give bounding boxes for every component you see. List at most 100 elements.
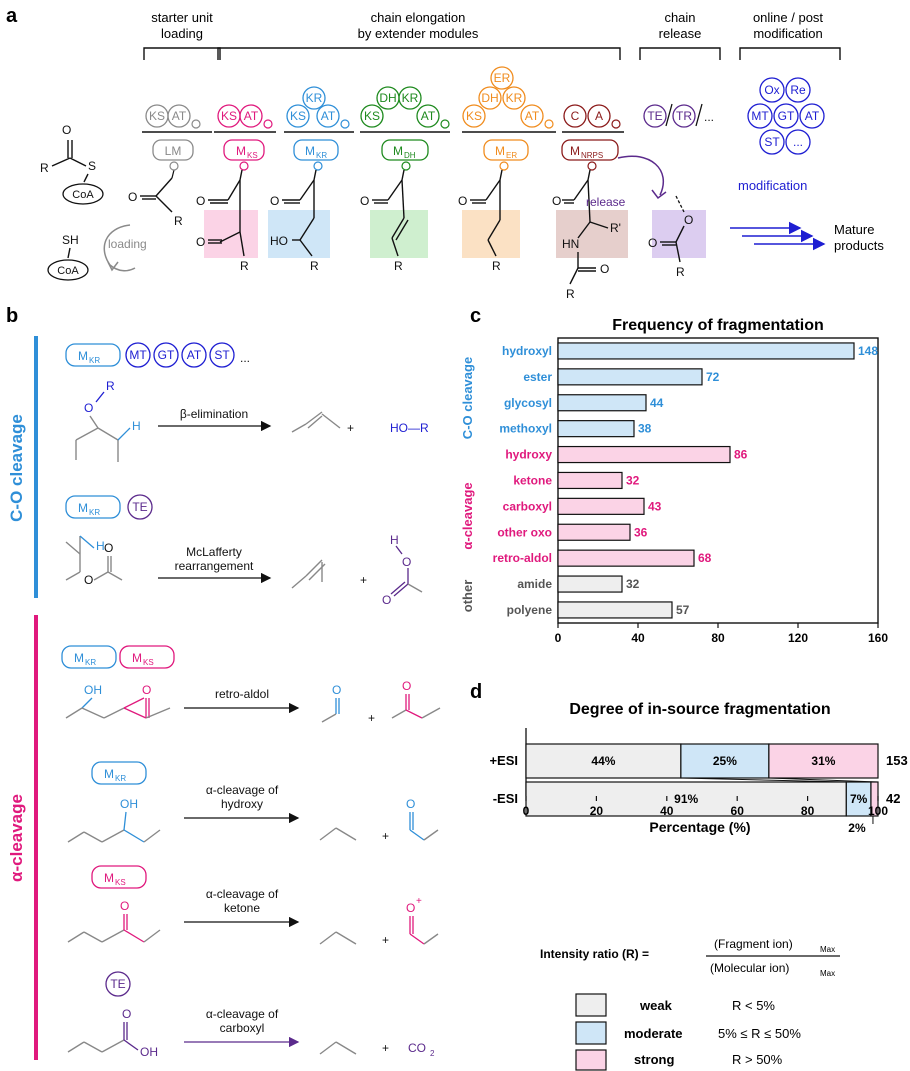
- svg-text:M: M: [104, 871, 114, 885]
- reaction-alpha-carboxyl: TE O OH α-cleavage of carboxyl + CO 2: [67, 971, 435, 1059]
- chain-release-domains: TE TR ...: [643, 103, 714, 128]
- svg-text:SH: SH: [62, 233, 79, 247]
- svg-text:O: O: [196, 235, 205, 249]
- category-label: retro-aldol: [493, 551, 552, 565]
- svg-text:GT: GT: [158, 348, 175, 362]
- release-arrow: [617, 155, 665, 196]
- ko-box-pink: [204, 210, 258, 258]
- formula-denominator: (Molecular ion): [710, 961, 789, 975]
- svg-text:O: O: [406, 901, 415, 915]
- category-label: carboxyl: [503, 499, 552, 513]
- svg-text:AT: AT: [421, 109, 436, 123]
- category-label: glycosyl: [504, 396, 552, 410]
- mod-bracket: [739, 47, 841, 60]
- legend-moderate-label: moderate: [624, 1026, 683, 1041]
- svg-text:HO—R: HO—R: [390, 421, 429, 435]
- legend-strong-label: strong: [634, 1052, 675, 1067]
- mod-header-1: online / post: [753, 10, 823, 25]
- category-label: hydroxyl: [502, 344, 552, 358]
- svg-text:AT: AT: [321, 109, 336, 123]
- x-tick-label: 40: [660, 804, 674, 818]
- category-label: other oxo: [497, 525, 552, 539]
- svg-text:AT: AT: [525, 109, 540, 123]
- panel-b: b C-O cleavage α-cleavage M KR MT GT AT …: [6, 305, 441, 1060]
- reaction-alpha-ketone: M KS O α-cleavage of ketone + O +: [67, 865, 439, 947]
- chart-d-xlabel: Percentage (%): [649, 819, 750, 835]
- segment-strong-0: [768, 743, 879, 779]
- legend-weak-swatch: [575, 993, 607, 1017]
- panel-c-label: c: [470, 305, 481, 327]
- category-label: amide: [517, 577, 552, 591]
- svg-text:KR: KR: [316, 151, 327, 160]
- svg-text:R: R: [566, 287, 575, 301]
- mature-products-1: Mature: [834, 222, 874, 237]
- release-header-2: release: [659, 26, 702, 41]
- starter-coa: O R S CoA: [40, 123, 104, 205]
- reaction-alpha-hydroxy: M KR OH α-cleavage of hydroxy + O: [67, 761, 439, 843]
- svg-text:ER: ER: [494, 71, 511, 85]
- svg-text:O: O: [84, 573, 93, 587]
- segment-label: 25%: [713, 754, 737, 768]
- chain-header-2: by extender modules: [358, 26, 479, 41]
- segment-label: 7%: [850, 792, 868, 806]
- svg-text:O: O: [332, 683, 341, 697]
- svg-text:O: O: [600, 262, 609, 276]
- starter-bracket: [143, 47, 221, 60]
- svg-text:KR: KR: [506, 91, 523, 105]
- svg-text:R: R: [106, 379, 115, 393]
- svg-text:+: +: [382, 829, 389, 843]
- bar-methoxyl: [557, 420, 635, 438]
- svg-text:KS: KS: [143, 658, 154, 667]
- segment-label: 31%: [811, 754, 835, 768]
- module-lm: KS AT LM O R: [128, 104, 212, 228]
- release-arrowhead: [651, 189, 667, 200]
- svg-text:DH: DH: [481, 91, 498, 105]
- svg-text:+: +: [347, 421, 354, 435]
- svg-text:M: M: [236, 144, 246, 158]
- mod-header-2: modification: [753, 26, 822, 41]
- segment-label: 91%: [674, 792, 698, 806]
- svg-text:H: H: [132, 419, 141, 433]
- lm-ks-domain: KS: [149, 109, 165, 123]
- svg-text:AT: AT: [187, 348, 202, 362]
- value-label: 72: [706, 370, 720, 384]
- value-label: 86: [734, 448, 748, 462]
- segment-label: 44%: [591, 754, 615, 768]
- svg-text:O: O: [402, 679, 411, 693]
- svg-text:TE: TE: [132, 500, 147, 514]
- svg-text:R: R: [492, 259, 501, 273]
- svg-text:Max: Max: [820, 969, 835, 978]
- svg-text:TE: TE: [647, 109, 662, 123]
- value-label: 43: [648, 499, 662, 513]
- svg-text:AT: AT: [244, 109, 259, 123]
- value-label: 38: [638, 422, 652, 436]
- svg-text:R: R: [174, 214, 183, 228]
- svg-text:OH: OH: [120, 797, 138, 811]
- value-label: 148: [858, 344, 878, 358]
- chart-d-legend: weak R < 5% moderate 5% ≤ R ≤ 50% strong…: [575, 993, 801, 1071]
- x-tick-label: 80: [711, 631, 725, 645]
- ko-box-purple: [652, 210, 706, 258]
- x-tick-label: 20: [590, 804, 604, 818]
- module-mdh: DH KR KS AT M DH O R: [360, 86, 450, 273]
- svg-text:AT: AT: [805, 109, 820, 123]
- bar-hydroxy: [557, 445, 731, 464]
- svg-text:H: H: [390, 533, 399, 547]
- svg-text:TR: TR: [676, 109, 692, 123]
- bar-glycosyl: [557, 394, 647, 412]
- svg-text:M: M: [393, 144, 403, 158]
- x-tick-label: 80: [801, 804, 815, 818]
- chart-c-group-other: other: [460, 580, 475, 613]
- svg-text:H: H: [96, 539, 105, 553]
- x-tick-label: 120: [788, 631, 808, 645]
- bar-polyene: [557, 601, 673, 619]
- svg-text:β-elimination: β-elimination: [180, 407, 248, 421]
- x-tick-label: 160: [868, 631, 888, 645]
- svg-text:KS: KS: [115, 878, 126, 887]
- svg-text:O: O: [128, 190, 137, 204]
- svg-text:KR: KR: [402, 91, 419, 105]
- chain-header-1: chain elongation: [371, 10, 466, 25]
- alpha-cleavage-label: α-cleavage: [7, 794, 26, 882]
- svg-text:GT: GT: [778, 109, 795, 123]
